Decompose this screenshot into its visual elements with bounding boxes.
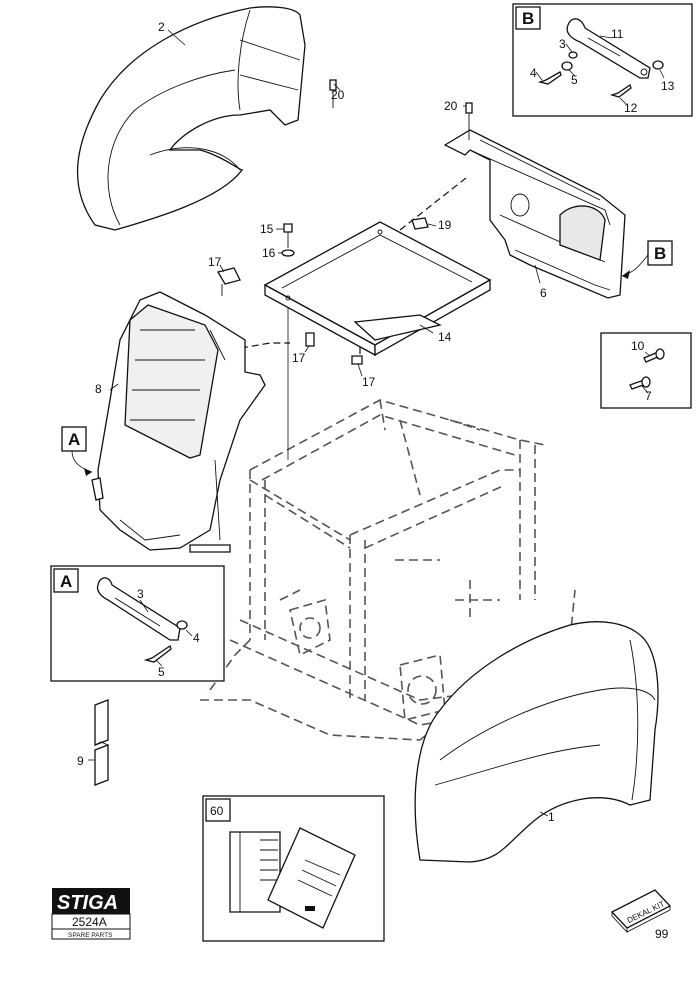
callout-3: 3 (559, 37, 566, 51)
callout-14: 14 (438, 330, 452, 344)
inset-b-label: B (522, 9, 534, 28)
inset-documents: 60 (202, 795, 385, 942)
callout-19: 19 (438, 218, 452, 232)
callout-16: 16 (262, 246, 276, 260)
pointer-a-label: A (68, 430, 80, 449)
inset-documents-label: 60 (210, 804, 224, 818)
leader-line (399, 177, 467, 231)
callout-20: 20 (331, 88, 345, 102)
inset-a-label: A (60, 572, 72, 591)
callout-5: 5 (158, 665, 165, 679)
pointer-b: B (621, 240, 673, 279)
fender-part-1 (414, 621, 659, 863)
hood-part-8 (97, 291, 266, 553)
callout-2: 2 (158, 20, 165, 34)
callout-4: 4 (530, 66, 537, 80)
inset-a: A 3 4 5 (50, 565, 225, 682)
callout-17: 17 (208, 255, 222, 269)
rear-tray-part-6 (443, 129, 626, 299)
logo-code: 2524A (72, 915, 107, 929)
pointer-b-label: B (654, 244, 666, 263)
logo-caption: SPARE PARTS (68, 932, 113, 939)
callout-5: 5 (571, 73, 578, 87)
chassis-frame (200, 399, 576, 741)
callout-4: 4 (193, 631, 200, 645)
callout-11: 11 (611, 27, 624, 41)
callout-7: 7 (645, 389, 652, 403)
fender-part-2 (76, 6, 306, 231)
inset-rivets: 10 7 (600, 332, 692, 409)
callout-12: 12 (624, 101, 638, 115)
callout-15: 15 (260, 222, 274, 236)
callout-17: 17 (292, 351, 306, 365)
callout-17: 17 (362, 375, 376, 389)
callout-9: 9 (77, 754, 84, 768)
callout-10: 10 (631, 339, 645, 353)
callout-leaders (88, 29, 549, 817)
inset-b: B 3 11 4 5 13 12 (512, 3, 693, 117)
posts-part-9 (94, 699, 109, 786)
plate-part-14 (263, 221, 492, 357)
callout-13: 13 (661, 79, 675, 93)
callout-99: 99 (655, 927, 669, 941)
callout-3: 3 (137, 587, 144, 601)
callout-8: 8 (95, 382, 102, 396)
decal-kit: DEKAL KIT (610, 889, 672, 934)
logo-brand: STIGA (57, 892, 118, 914)
stiga-logo: STIGA 2524A SPARE PARTS (51, 888, 131, 940)
callout-1: 1 (548, 810, 555, 824)
callout-6: 6 (540, 286, 547, 300)
callout-20: 20 (444, 99, 458, 113)
pointer-a: A (61, 426, 104, 501)
